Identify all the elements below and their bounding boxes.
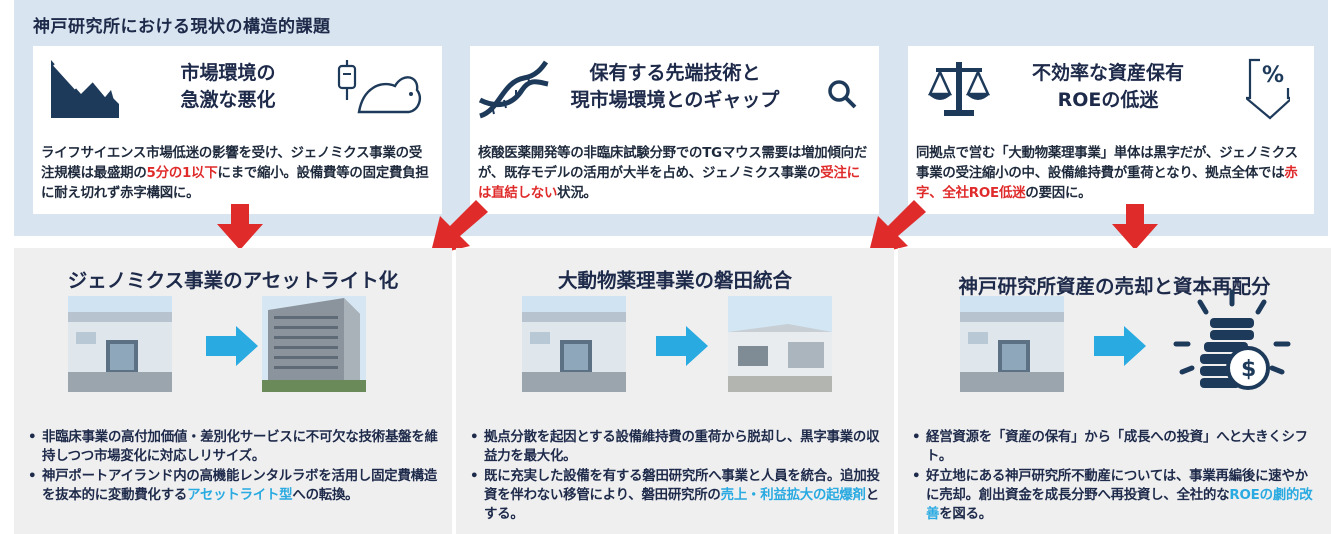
solution-bullets-iwata: 拠点分散を起因とする設備維持費の重荷から脱却し、黒字事業の収益力を最大化。 既に… xyxy=(470,428,882,525)
issue-body-tech-gap: 核酸医薬開発等の非臨床試験分野でのTGマウス需要は増加傾向だが、既存モデルの活用… xyxy=(478,146,868,201)
solution-title-iwata: 大動物薬理事業の磐田統合 xyxy=(557,269,792,292)
dna-icon xyxy=(478,60,549,119)
solution-title-asset-light: ジェノミクス事業のアセットライト化 xyxy=(67,269,399,292)
list-item: 拠点分散を起因とする設備維持費の重荷から脱却し、黒字事業の収益力を最大化。 xyxy=(470,428,882,466)
solution-panel-iwata: 大動物薬理事業の磐田統合 拠点分散を起因とする設備維持費の重荷から脱却し、黒字事… xyxy=(456,248,894,534)
rental-lab-photo xyxy=(262,296,366,392)
solution-panel-divestment: 神戸研究所資産の売却と資本再配分 $ xyxy=(898,248,1331,534)
down-arrow-icon xyxy=(217,204,263,250)
iwata-lab-photo xyxy=(728,296,832,392)
kobe-lab-photo xyxy=(68,296,172,392)
down-arrow-icon xyxy=(1112,204,1158,250)
list-item: 経営資源を「資産の保有」から「成長への投資」へと大きくシフト。 xyxy=(912,428,1319,466)
diagonal-arrow-icon xyxy=(430,200,488,256)
right-arrow-icon xyxy=(1094,326,1146,366)
kobe-lab-photo xyxy=(522,296,626,392)
solution-title-divestment: 神戸研究所資産の売却と資本再配分 xyxy=(958,275,1271,298)
right-arrow-icon xyxy=(656,326,708,366)
svg-text:$: $ xyxy=(1241,357,1256,382)
list-item: 非臨床事業の高付加価値・差別化サービスに不可欠な技術基盤を維持しつつ市場変化に対… xyxy=(28,428,440,466)
diagonal-arrow-icon xyxy=(868,200,926,256)
declining-chart-icon xyxy=(51,60,119,118)
issue-card-market: 市場環境の 急激な悪化 ライフサイエンス市場低迷の影響を受け、ジェノミクス事業の… xyxy=(33,46,442,214)
list-item: 好立地にある神戸研究所不動産については、事業再編後に速やかに売却。創出資金を成長… xyxy=(912,467,1319,524)
iv-bag-mouse-icon xyxy=(337,60,421,114)
solution-bullets-divestment: 経営資源を「資産の保有」から「成長への投資」へと大きくシフト。 好立地にある神戸… xyxy=(912,428,1319,525)
issue-card-tech-gap: 保有する先端技術と 現市場環境とのギャップ 核酸医薬開発等の非臨床試験分野でのT… xyxy=(470,46,879,214)
page-title: 神戸研究所における現状の構造的課題 xyxy=(33,17,331,37)
issue-title-inefficient-assets: 不効率な資産保有 ROEの低迷 xyxy=(1031,62,1184,111)
coin-stack-icon: $ xyxy=(1173,289,1291,390)
list-item: 神戸ポートアイランド内の高機能レンタルラボを活用し固定費構造を抜本的に変動費化す… xyxy=(28,467,440,505)
list-item: 既に充実した設備を有する磐田研究所へ事業と人員を統合。追加投資を伴わない移管によ… xyxy=(470,467,882,524)
right-arrow-icon xyxy=(206,326,258,366)
issue-title-market: 市場環境の 急激な悪化 xyxy=(180,62,276,111)
issue-body-inefficient-assets: 同拠点で営む「大動物薬理事業」単体は黒字だが、ジェノミクス事業の受注縮小の中、設… xyxy=(916,146,1298,201)
issue-body-market: ライフサイエンス市場低迷の影響を受け、ジェノミクス事業の受注規模は最盛期の5分の… xyxy=(41,146,429,201)
scale-icon xyxy=(928,62,990,116)
issue-title-tech-gap: 保有する先端技術と 現市場環境とのギャップ xyxy=(570,62,780,111)
magnifier-icon xyxy=(828,80,857,109)
kobe-lab-photo xyxy=(960,296,1064,392)
solution-panel-asset-light: ジェノミクス事業のアセットライト化 非臨床事業の高付加価値・差別化サービスに不可… xyxy=(14,248,452,534)
issue-card-inefficient-assets: 不効率な資産保有 ROEの低迷 % 同拠点で営む「大動物薬理事業」単体は黒字だが… xyxy=(908,46,1314,214)
svg-text:%: % xyxy=(1262,63,1284,88)
solution-bullets-asset-light: 非臨床事業の高付加価値・差別化サービスに不可欠な技術基盤を維持しつつ市場変化に対… xyxy=(28,428,440,506)
percent-down-icon: % xyxy=(1246,58,1290,120)
